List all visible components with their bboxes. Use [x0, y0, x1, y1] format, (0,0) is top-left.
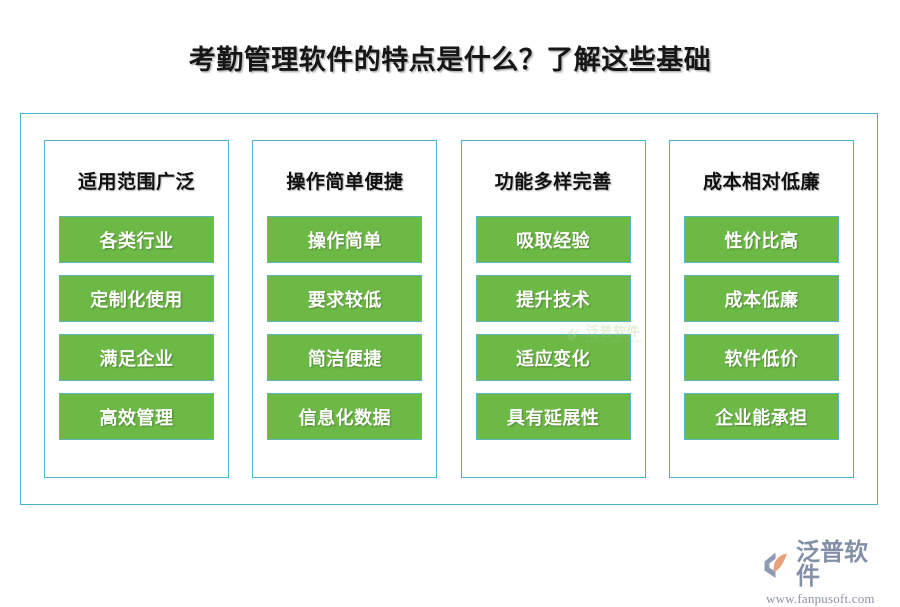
column-item-list: 吸取经验 提升技术 适应变化 具有延展性 — [462, 216, 645, 440]
item-chip[interactable]: 简洁便捷 — [267, 334, 423, 381]
item-chip[interactable]: 满足企业 — [59, 334, 214, 381]
item-chip[interactable]: 软件低价 — [683, 334, 839, 381]
brand-name-cn: 泛普软件 — [796, 539, 868, 590]
column-title: 适用范围广泛 — [77, 172, 195, 193]
item-chip[interactable]: 具有延展性 — [475, 393, 631, 440]
item-chip[interactable]: 吸取经验 — [475, 216, 631, 263]
item-chip[interactable]: 信息化数据 — [267, 393, 423, 440]
column-title: 功能多样完善 — [494, 172, 612, 193]
item-chip[interactable]: 要求较低 — [267, 275, 423, 322]
item-chip[interactable]: 提升技术 — [475, 275, 631, 322]
column-item-list: 操作简单 要求较低 简洁便捷 信息化数据 — [253, 216, 436, 440]
fanpu-logo-icon — [764, 552, 787, 578]
brand-logo: 泛普软件 www.fanpusoft.com — [762, 541, 890, 606]
item-chip[interactable]: 高效管理 — [59, 393, 214, 440]
column-item-list: 各类行业 定制化使用 满足企业 高效管理 — [45, 216, 228, 440]
brand-url: www.fanpusoft.com — [766, 591, 875, 606]
item-chip[interactable]: 成本低廉 — [683, 275, 839, 322]
item-chip[interactable]: 定制化使用 — [59, 275, 214, 322]
column-card-1: 适用范围广泛 各类行业 定制化使用 满足企业 高效管理 — [44, 140, 229, 478]
column-card-4: 成本相对低廉 性价比高 成本低廉 软件低价 企业能承担 — [668, 140, 854, 478]
column-title: 成本相对低廉 — [702, 172, 820, 193]
brand-logo-row: 泛普软件 — [762, 541, 890, 589]
item-chip[interactable]: 操作简单 — [267, 216, 423, 263]
page-title: 考勤管理软件的特点是什么？了解这些基础 — [188, 45, 712, 75]
item-chip[interactable]: 企业能承担 — [683, 393, 839, 440]
columns-container: 适用范围广泛 各类行业 定制化使用 满足企业 高效管理 操作简单便捷 操作简单 … — [20, 113, 878, 505]
column-item-list: 性价比高 成本低廉 软件低价 企业能承担 — [670, 216, 853, 440]
column-card-3: 功能多样完善 吸取经验 提升技术 适应变化 具有延展性 — [460, 140, 646, 478]
item-chip[interactable]: 适应变化 — [475, 334, 631, 381]
item-chip[interactable]: 各类行业 — [59, 216, 214, 263]
column-card-2: 操作简单便捷 操作简单 要求较低 简洁便捷 信息化数据 — [252, 140, 438, 478]
outer-frame — [20, 113, 878, 505]
item-chip[interactable]: 性价比高 — [683, 216, 839, 263]
column-title: 操作简单便捷 — [286, 172, 404, 193]
